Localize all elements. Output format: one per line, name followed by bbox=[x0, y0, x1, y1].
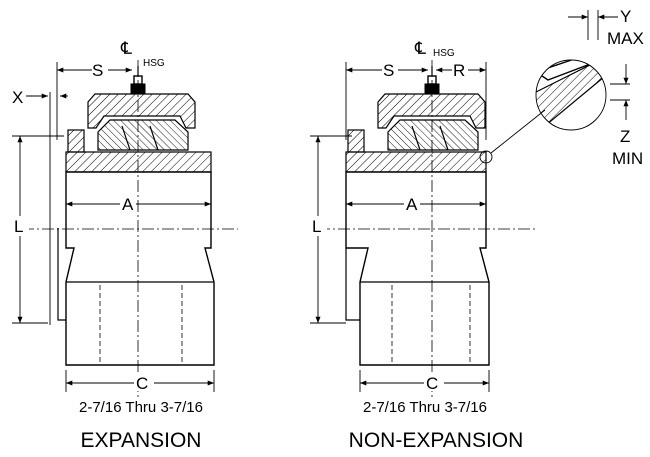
detail-z-note: MIN bbox=[612, 149, 643, 168]
expansion-dim-l: L bbox=[14, 217, 23, 236]
detail-circle bbox=[535, 59, 607, 131]
expansion-dim-c: C bbox=[136, 374, 148, 393]
detail-dim-z: Z bbox=[620, 127, 630, 146]
expansion-bearing-cage bbox=[97, 119, 189, 151]
non-expansion-size-range: 2-7/16 Thru 3-7/16 bbox=[363, 399, 487, 416]
non-expansion-dim-s: S bbox=[383, 61, 394, 80]
expansion-centerline-sub: HSG bbox=[143, 58, 165, 69]
expansion-view: S X L A C ℄ HSG 2-7/16 Thru 3-7/16 EXPAN… bbox=[10, 39, 238, 452]
expansion-dim-a: A bbox=[122, 195, 134, 214]
expansion-base-plate bbox=[65, 151, 212, 173]
non-expansion-view: S R L A C ℄ HSG 2-7/16 Thru 3-7/16 NON-E… bbox=[310, 39, 546, 452]
expansion-title: EXPANSION bbox=[81, 429, 202, 452]
non-expansion-dim-c: C bbox=[426, 374, 438, 393]
non-expansion-centerline-symbol: ℄ bbox=[414, 39, 426, 58]
non-expansion-dim-a: A bbox=[406, 195, 418, 214]
non-expansion-bolt-block bbox=[347, 129, 365, 153]
detail-view: Y MAX Z MIN bbox=[535, 7, 644, 168]
detail-y-note: MAX bbox=[607, 29, 644, 48]
non-expansion-dim-r: R bbox=[453, 61, 465, 80]
non-expansion-centerline-sub: HSG bbox=[433, 48, 455, 59]
non-expansion-housing bbox=[345, 171, 490, 366]
detail-dim-y: Y bbox=[620, 7, 631, 26]
non-expansion-bearing-cage bbox=[387, 119, 479, 151]
non-expansion-base-plate bbox=[345, 151, 487, 173]
expansion-dim-s: S bbox=[92, 61, 103, 80]
non-expansion-dim-l: L bbox=[312, 217, 321, 236]
expansion-dim-x: X bbox=[12, 88, 23, 107]
non-expansion-title: NON-EXPANSION bbox=[349, 429, 524, 452]
non-expansion-cap bbox=[377, 93, 486, 129]
expansion-bolt-block bbox=[67, 129, 85, 153]
expansion-housing bbox=[65, 171, 215, 366]
expansion-size-range: 2-7/16 Thru 3-7/16 bbox=[79, 399, 203, 416]
expansion-centerline-symbol: ℄ bbox=[120, 39, 132, 58]
expansion-cap bbox=[87, 93, 196, 129]
